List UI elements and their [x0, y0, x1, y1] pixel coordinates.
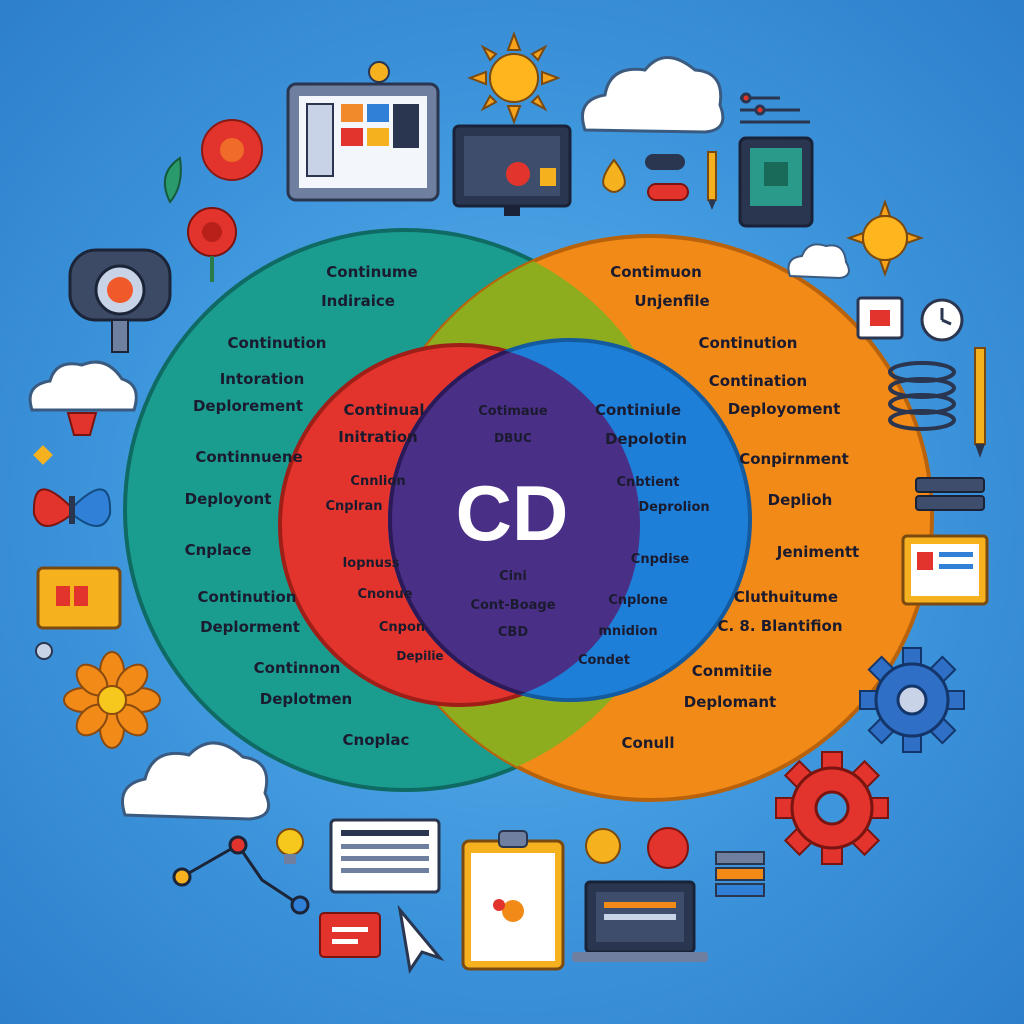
gear-icon — [775, 751, 889, 865]
red-label: Continual — [344, 401, 425, 419]
slider-icon — [740, 92, 810, 124]
orange-flower-icon — [63, 651, 161, 749]
network-graph-icon — [172, 835, 310, 915]
orange-label: Deplomant — [684, 693, 776, 711]
teal-label: Indiraice — [321, 292, 395, 310]
blue-label: Cnbtient — [616, 475, 679, 490]
blue-label: mnidion — [598, 624, 657, 639]
orange-label: Deplioh — [768, 491, 833, 509]
teal-label: Continnuene — [195, 448, 302, 466]
teal-label: Deplorement — [193, 397, 303, 415]
blue-label: Cnpdise — [631, 552, 690, 567]
red-label: Cnonue — [357, 587, 412, 602]
coil-icon — [888, 361, 956, 431]
center-title: CD — [456, 469, 569, 557]
teal-label: Continution — [198, 588, 297, 606]
orange-label: Deployoment — [728, 400, 841, 418]
center-label: CBD — [498, 625, 528, 640]
orange-label: Continution — [699, 334, 798, 352]
red-label: Cnpon — [379, 620, 425, 635]
laptop-icon — [572, 880, 708, 962]
splash-icon — [647, 827, 689, 869]
blue-label-group: Continiule Depolotin Cnbtient Deprolion … — [578, 401, 710, 668]
teal-label: Continution — [228, 334, 327, 352]
teal-label-group: Continume Indiraice Continution Intorati… — [185, 263, 418, 749]
orange-label-group: Contimuon Unjenfile Continution Continat… — [610, 263, 859, 752]
blue-label: Depolotin — [605, 430, 687, 448]
cursor-icon — [397, 904, 445, 974]
clipboard-icon — [461, 830, 565, 971]
orange-label: Unjenfile — [634, 292, 709, 310]
blue-label: Deprolion — [638, 500, 709, 515]
sun-icon — [846, 199, 924, 277]
orange-label: Conmitiie — [692, 662, 772, 680]
diamond-icon — [33, 445, 53, 465]
red-label: Cnplran — [326, 499, 383, 514]
cloud-icon — [121, 741, 270, 821]
toggle-icon — [645, 154, 689, 201]
robot-icon — [68, 248, 172, 353]
teal-label: Cnplace — [185, 541, 252, 559]
orange-label: C. 8. Blantifion — [717, 617, 842, 635]
red-label: Depilie — [396, 649, 443, 663]
teal-label: Continnon — [254, 659, 341, 677]
blue-label: Cnplone — [608, 593, 668, 608]
center-label: DBUC — [494, 431, 532, 445]
dot-icon — [35, 642, 53, 660]
red-label-group: Continual Initration Cnnlion Cnplran Iop… — [326, 401, 444, 663]
computer-screen-icon — [452, 124, 572, 216]
orange-label: Cluthuitume — [734, 588, 838, 606]
stack-icon — [715, 851, 765, 897]
cloud-icon — [787, 243, 850, 280]
red-label: Initration — [338, 428, 417, 446]
frame-icon — [856, 296, 904, 340]
center-label: Cont-Boage — [470, 598, 555, 613]
orange-label: Contimuon — [610, 263, 702, 281]
presentation-icon — [901, 534, 989, 606]
teal-label: Deployont — [185, 490, 272, 508]
teal-label: Deplorment — [200, 618, 300, 636]
settings-gear-icon — [859, 647, 965, 753]
teal-label: Intoration — [220, 370, 305, 388]
red-label: Iopnuss — [342, 556, 399, 571]
sun-icon — [467, 31, 561, 125]
drop-icon — [602, 158, 626, 193]
butterfly-icon — [32, 488, 112, 527]
cloud-icon — [581, 56, 725, 134]
blue-label: Continiule — [595, 401, 681, 419]
folder-icon — [36, 566, 122, 630]
pencil-icon — [974, 347, 986, 458]
orange-label: Conpirnment — [739, 450, 849, 468]
tablet-icon — [738, 136, 814, 228]
lightbulb-icon — [276, 828, 304, 864]
bell-cloud-icon — [28, 360, 138, 436]
brush-icon — [707, 151, 717, 210]
speech-bubble-icon — [319, 912, 381, 958]
center-label: Cini — [499, 569, 527, 584]
blue-label: Condet — [578, 653, 630, 668]
teal-label: Cnoplac — [343, 731, 410, 749]
orange-label: Conull — [622, 734, 675, 752]
coin-icon — [585, 828, 621, 864]
teal-label: Continume — [326, 263, 417, 281]
teal-label: Deplotmen — [260, 690, 352, 708]
leaf-icon — [163, 156, 182, 204]
monitor-dashboard-icon — [286, 61, 440, 202]
red-label: Cnnlion — [350, 474, 405, 489]
clock-icon — [920, 298, 964, 342]
center-label-group: Cotimaue DBUC Cini Cont-Boage CBD — [470, 404, 555, 640]
rose-icon — [187, 207, 237, 282]
document-icon — [329, 818, 441, 894]
orange-label: Jenimentt — [776, 543, 859, 561]
center-label: Cotimaue — [478, 404, 548, 419]
bars-icon — [915, 477, 985, 511]
orange-label: Contination — [709, 372, 807, 390]
flower-icon — [201, 119, 263, 181]
